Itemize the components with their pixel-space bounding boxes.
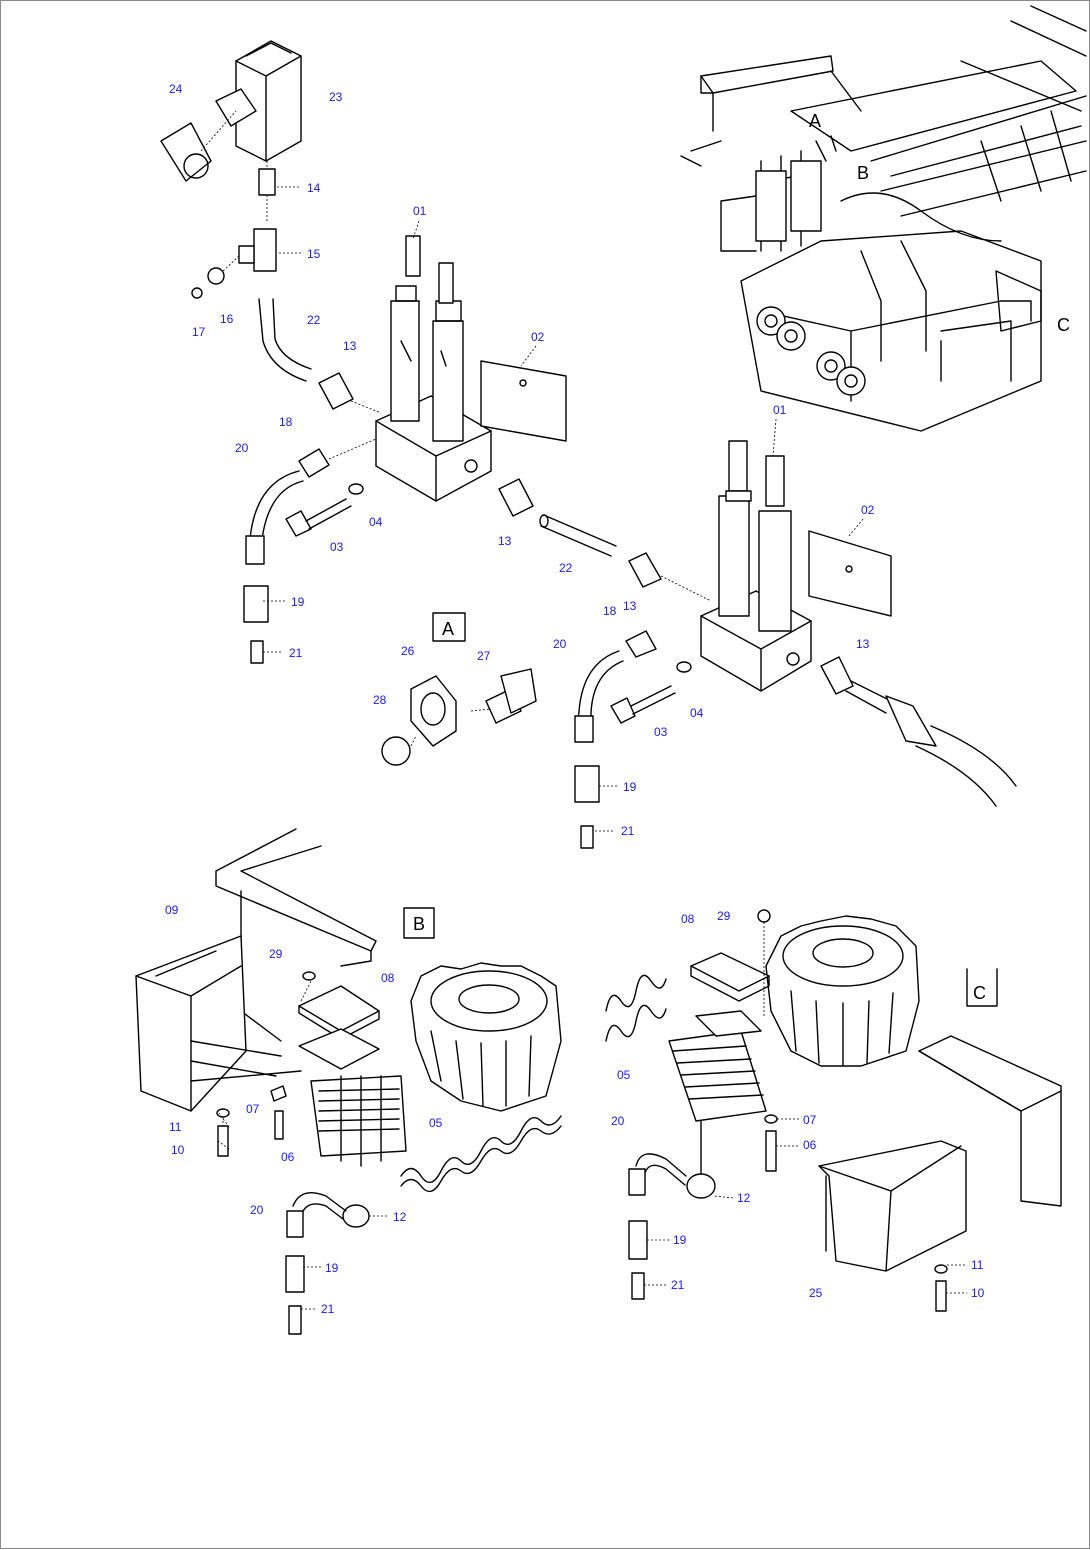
callout-06-b: 06: [281, 1150, 295, 1164]
callout-04-lower: 04: [690, 706, 704, 720]
section-a-label: A: [442, 619, 454, 639]
callout-03-upper: 03: [330, 540, 344, 554]
callout-23: 23: [329, 90, 343, 104]
callout-10-c: 10: [971, 1286, 985, 1300]
callout-21-lower: 21: [621, 824, 635, 838]
callout-29-b: 29: [269, 947, 283, 961]
section-a-box: [432, 612, 466, 642]
callout-05-c: 05: [617, 1068, 631, 1082]
callout-07-b: 07: [246, 1102, 260, 1116]
callout-08-b: 08: [381, 971, 395, 985]
machine-overview: A B C: [680, 5, 1087, 432]
callout-17: 17: [192, 325, 206, 339]
callout-25: 25: [809, 1286, 823, 1300]
callout-20-c: 20: [611, 1114, 625, 1128]
callout-21-upper: 21: [289, 646, 303, 660]
callout-29-c: 29: [717, 909, 731, 923]
section-b-box: [403, 907, 435, 939]
callout-22-upper: 22: [307, 313, 321, 327]
callout-08-c: 08: [681, 912, 695, 926]
callout-26: 26: [401, 644, 415, 658]
callout-18-lower: 18: [603, 604, 617, 618]
callout-24: 24: [169, 82, 183, 96]
callout-11-c: 11: [971, 1258, 984, 1272]
callout-15: 15: [307, 247, 321, 261]
callout-06-c: 06: [803, 1138, 817, 1152]
callout-19-c: 19: [673, 1233, 687, 1247]
callout-13-lower: 13: [623, 599, 637, 613]
callout-27: 27: [477, 649, 491, 663]
callout-03-lower: 03: [654, 725, 668, 739]
callout-13-mid: 13: [498, 534, 512, 548]
section-c-label: C: [973, 983, 986, 1003]
lower-valve-assembly: [574, 418, 1017, 849]
callout-11-b: 11: [169, 1120, 182, 1134]
callout-28: 28: [373, 693, 387, 707]
callout-16: 16: [220, 312, 234, 326]
overview-letter-a: A: [809, 111, 821, 131]
callout-04-upper: 04: [369, 515, 383, 529]
overview-letter-c: C: [1057, 315, 1070, 335]
callout-02-upper: 02: [531, 330, 545, 344]
callout-10-b: 10: [171, 1143, 185, 1157]
callout-12-c: 12: [737, 1191, 751, 1205]
callout-22-lower: 22: [559, 561, 573, 575]
callout-21-c: 21: [671, 1278, 685, 1292]
callout-20-upper: 20: [235, 441, 249, 455]
callouts: 24 23 14 01 15 17 16 22 13 02 18 20 04 0…: [165, 82, 985, 1316]
callout-19-upper: 19: [291, 595, 305, 609]
callout-07-c: 07: [803, 1113, 817, 1127]
overview-letter-b: B: [857, 163, 869, 183]
callout-20-lower: 20: [553, 637, 567, 651]
section-c-detail: C: [605, 909, 1062, 1312]
callout-14: 14: [307, 181, 321, 195]
upper-valve-assembly: [160, 40, 617, 664]
callout-13-upper: 13: [343, 339, 357, 353]
callout-09: 09: [165, 903, 179, 917]
callout-20-b: 20: [250, 1203, 264, 1217]
callout-02-lower: 02: [861, 503, 875, 517]
callout-18-upper: 18: [279, 415, 293, 429]
callout-21-b: 21: [321, 1302, 335, 1316]
callout-12-b: 12: [393, 1210, 407, 1224]
callout-01-upper: 01: [413, 204, 427, 218]
section-b-detail: B: [135, 828, 562, 1335]
callout-01-lower: 01: [773, 403, 787, 417]
callout-05-b: 05: [429, 1116, 443, 1130]
section-b-label: B: [413, 914, 425, 934]
callout-19-lower: 19: [623, 780, 637, 794]
callout-13-right: 13: [856, 637, 870, 651]
callout-19-b: 19: [325, 1261, 339, 1275]
section-c-box: [966, 968, 998, 1007]
section-a-clamp: A: [381, 612, 537, 766]
callout-leaders: [217, 186, 967, 1310]
